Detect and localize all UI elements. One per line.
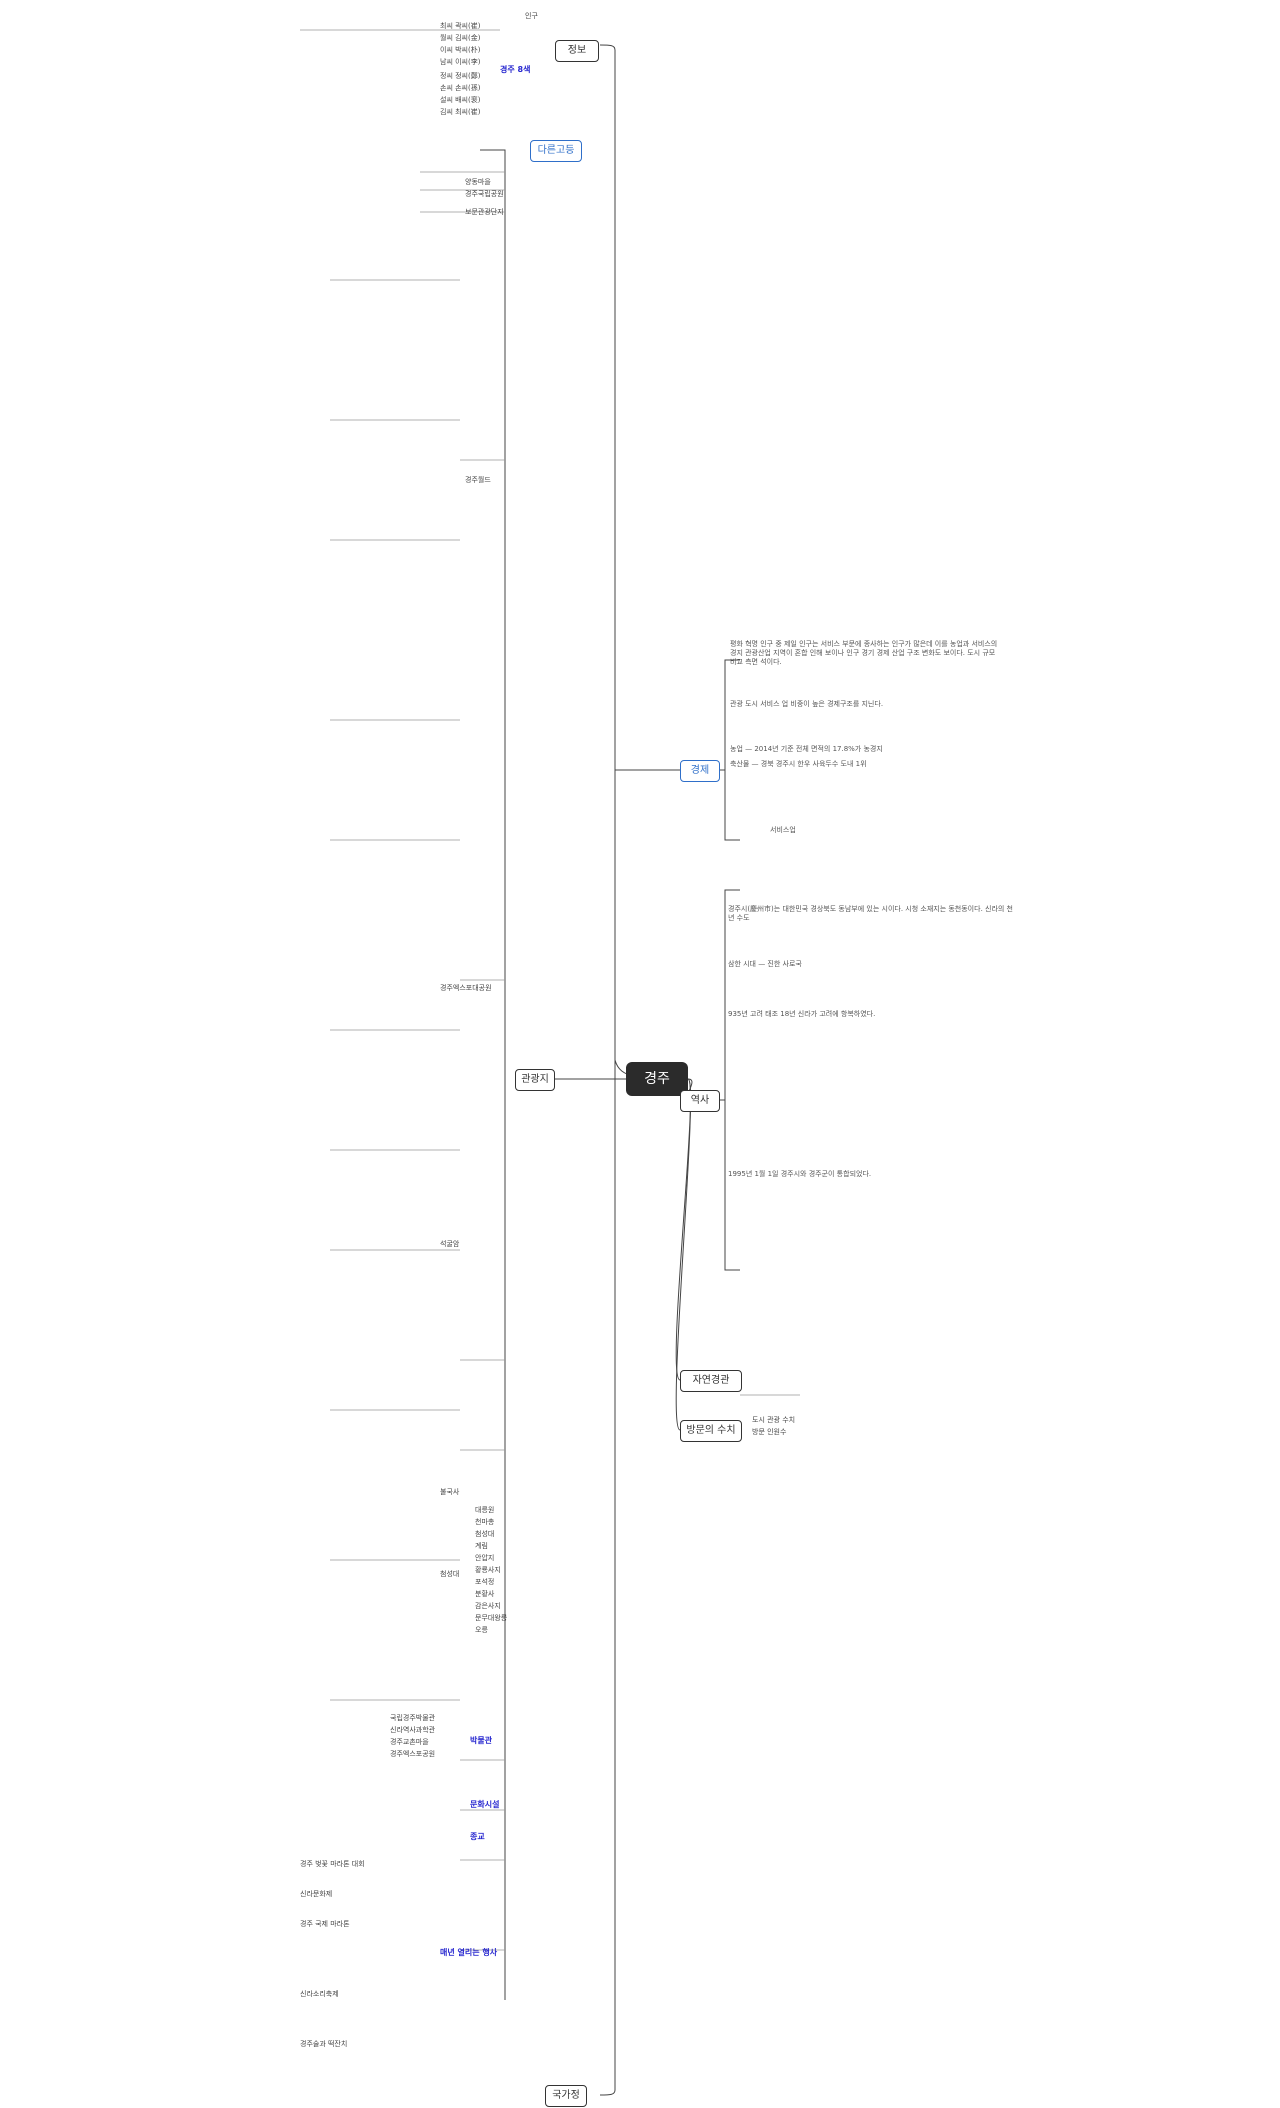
history-text: 경주시(慶州市)는 대한민국 경상북도 동남부에 있는 시이다. 시청 소재지는… [728,905,1014,922]
misc-item: 천마총 [475,1518,495,1526]
surname-item: 김씨 최씨(崔) [440,108,481,116]
event-item: 신라소리축제 [300,1990,339,1998]
branch-tourist-spots[interactable]: 관광지 [515,1069,555,1091]
branch-history[interactable]: 역사 [680,1090,720,1112]
event-title: 매년 열리는 행사 [440,1948,498,1957]
misc-item: 황룡사지 [475,1566,501,1574]
spot-item: 경주국립공원 [465,190,504,198]
history-text: 935년 고려 태조 18년 신라가 고려에 항복하였다. [728,1010,876,1018]
museum-title: 박물관 [470,1736,493,1745]
center-node[interactable]: 경주 [626,1062,688,1096]
event-item: 신라문화제 [300,1890,333,1898]
economy-text: 축산물 — 경북 경주시 한우 사육두수 도내 1위 [730,760,867,768]
branch-info[interactable]: 정보 [555,40,599,62]
history-text: 삼한 시대 — 진한 사로국 [728,960,802,968]
surname-item: 설씨 배씨(裵) [440,96,481,104]
event-item: 경주 국제 마라톤 [300,1920,350,1928]
economy-text: 관광 도시 서비스 업 비중이 높은 경제구조를 지닌다. [730,700,884,708]
branch-national[interactable]: 국가정 [545,2085,587,2107]
economy-text: 농업 — 2014년 기준 전체 면적의 17.8%가 농경지 [730,745,883,753]
culture-title: 문화시설 [470,1800,500,1809]
branch-nature[interactable]: 자연경관 [680,1370,742,1392]
misc-item: 대릉원 [475,1506,495,1514]
surname-item: 이씨 박씨(朴) [440,46,481,54]
surname-item: 최씨 곽씨(崔) [440,22,481,30]
branch-visit-stats[interactable]: 방문의 수치 [680,1420,742,1442]
surname-item: 정씨 정씨(鄭) [440,72,481,80]
museum-item: 경주엑스포공원 [390,1750,436,1758]
spot-group: 경주월드 [465,476,491,484]
spot-group: 첨성대 [440,1570,460,1578]
misc-item: 안압지 [475,1554,495,1562]
misc-item: 계림 [475,1542,488,1550]
misc-item: 분황사 [475,1590,495,1598]
misc-item: 첨성대 [475,1530,495,1538]
museum-item: 경주교촌마을 [390,1738,429,1746]
history-text: 1995년 1월 1일 경주시와 경주군이 통합되었다. [728,1170,872,1178]
misc-item: 포석정 [475,1578,495,1586]
spot-group: 경주엑스포대공원 [440,984,492,992]
museum-item: 국립경주박물관 [390,1714,436,1722]
economy-text: 평화 혁명 인구 중 제일 인구는 서비스 부문에 종사하는 인구가 많은데 이… [730,640,998,666]
misc-item: 감은사지 [475,1602,501,1610]
surname-item: 손씨 손씨(孫) [440,84,481,92]
spot-item: 보문관광단지 [465,208,504,216]
spot-item: 양동마을 [465,178,491,186]
event-item: 경주술과 떡잔치 [300,2040,348,2048]
branch-economy[interactable]: 경제 [680,760,720,782]
surname-item: 남씨 이씨(李) [440,58,481,66]
spot-group: 불국사 [440,1488,460,1496]
visit-stat-child: 도시 관광 수치 [752,1416,796,1424]
event-item: 경주 벚꽃 마라톤 대회 [300,1860,365,1868]
economy-text: 서비스업 [770,826,796,834]
museum-item: 신라역사과학관 [390,1726,436,1734]
misc-item: 오릉 [475,1626,488,1634]
spot-group: 석굴암 [440,1240,460,1248]
religion-title: 종교 [470,1832,485,1841]
visit-stat-child: 방문 인원수 [752,1428,787,1436]
surnames-title: 경주 8색 [500,65,531,74]
branch-other[interactable]: 다른고등 [530,140,582,162]
misc-item: 문무대왕릉 [475,1614,508,1622]
surname-item: 월씨 김씨(金) [440,34,481,42]
info-child: 인구 [525,12,538,20]
